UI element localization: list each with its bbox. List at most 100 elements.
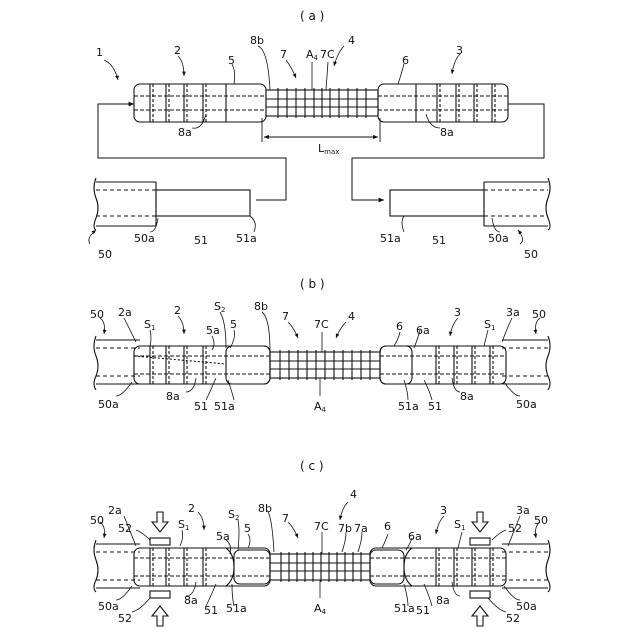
- label-52-br: 52: [506, 612, 520, 625]
- label-51-left: 51: [194, 400, 208, 413]
- label-5: 5: [244, 522, 251, 535]
- label-7c: 7C: [320, 48, 335, 61]
- label-8a-left: 8a: [166, 390, 180, 403]
- label-51-right: 51: [432, 234, 446, 247]
- label-50a-left: 50a: [134, 232, 155, 245]
- label-8a-right: 8a: [436, 594, 450, 607]
- label-50-right: 50: [532, 308, 546, 321]
- lmax-dimension: [262, 118, 380, 142]
- label-52-tr: 52: [508, 522, 522, 535]
- label-a4: A4: [314, 602, 327, 616]
- panel-b: ( b ): [90, 277, 550, 414]
- label-a4: A4: [306, 48, 319, 62]
- label-8b: 8b: [250, 34, 264, 47]
- label-s2: S2: [228, 508, 239, 522]
- label-5: 5: [228, 54, 235, 67]
- label-6a: 6a: [408, 530, 422, 543]
- label-s1-left: S1: [144, 318, 155, 332]
- label-a4: A4: [314, 400, 327, 414]
- label-51a-right: 51a: [380, 232, 401, 245]
- cable-left-a: [94, 178, 250, 230]
- label-51a-left: 51a: [214, 400, 235, 413]
- label-8b: 8b: [254, 300, 268, 313]
- label-4: 4: [348, 310, 355, 323]
- label-50-left: 50: [90, 514, 104, 527]
- label-7b: 7b: [338, 522, 352, 535]
- label-s1-right: S1: [454, 518, 465, 532]
- cable-right-a: [390, 178, 550, 230]
- label-2a: 2a: [108, 504, 122, 517]
- center-spring-b: [270, 350, 380, 380]
- label-51-right: 51: [416, 604, 430, 617]
- label-51-left: 51: [194, 234, 208, 247]
- center-spring-a: [266, 88, 378, 118]
- label-7: 7: [280, 48, 287, 61]
- label-4: 4: [348, 34, 355, 47]
- center-spring-c: [270, 552, 370, 582]
- label-51-left: 51: [204, 604, 218, 617]
- label-52-bl: 52: [118, 612, 132, 625]
- label-3: 3: [456, 44, 463, 57]
- label-50a-right: 50a: [488, 232, 509, 245]
- label-7: 7: [282, 512, 289, 525]
- label-2a: 2a: [118, 306, 132, 319]
- label-5: 5: [230, 318, 237, 331]
- label-51a-left: 51a: [226, 602, 247, 615]
- label-50a-right: 50a: [516, 398, 537, 411]
- label-8a-left: 8a: [178, 126, 192, 139]
- labels-c: 4 50 2a 52 S1 2 S2 5a 5 8b 7 7C 7b 7a 6 …: [90, 488, 548, 625]
- label-51a-left: 51a: [236, 232, 257, 245]
- label-5a: 5a: [216, 530, 230, 543]
- label-s1-right: S1: [484, 318, 495, 332]
- label-s2: S2: [214, 300, 225, 314]
- label-50-right: 50: [524, 248, 538, 261]
- label-1: 1: [96, 46, 103, 59]
- label-50-left: 50: [98, 248, 112, 261]
- label-50-right: 50: [534, 514, 548, 527]
- label-8a-right: 8a: [460, 390, 474, 403]
- label-51a-right: 51a: [398, 400, 419, 413]
- sleeve-left-b: [134, 346, 270, 384]
- label-7c: 7C: [314, 318, 329, 331]
- labels-a: 1 2 5 8b 7 A4 7C 4 6 3 8a 8a Lmax 50a 51…: [96, 34, 538, 261]
- panel-b-label: ( b ): [300, 277, 325, 291]
- label-52-tl: 52: [118, 522, 132, 535]
- panel-c: ( c ): [90, 459, 550, 626]
- label-7c: 7C: [314, 520, 329, 533]
- label-5a: 5a: [206, 324, 220, 337]
- label-2: 2: [188, 502, 195, 515]
- label-50a-left: 50a: [98, 600, 119, 613]
- label-51a-right: 51a: [394, 602, 415, 615]
- sleeve-right-c: [370, 548, 506, 586]
- leaders-a: [89, 46, 523, 244]
- label-6a: 6a: [416, 324, 430, 337]
- label-51-right: 51: [428, 400, 442, 413]
- label-3: 3: [440, 504, 447, 517]
- label-3: 3: [454, 306, 461, 319]
- label-6: 6: [384, 520, 391, 533]
- label-7a: 7a: [354, 522, 368, 535]
- labels-b: 50 2a S1 2 S2 5a 5 8b 7 7C 4 6 6a 3 S1 3…: [90, 300, 546, 414]
- label-2: 2: [174, 304, 181, 317]
- label-6: 6: [402, 54, 409, 67]
- sleeve-right-b: [380, 346, 506, 384]
- label-s1-left: S1: [178, 518, 189, 532]
- label-50-left: 50: [90, 308, 104, 321]
- label-7: 7: [282, 310, 289, 323]
- label-50a-left: 50a: [98, 398, 119, 411]
- label-8a-left: 8a: [184, 594, 198, 607]
- sleeve-left-c: [134, 548, 270, 586]
- label-2: 2: [174, 44, 181, 57]
- panel-c-label: ( c ): [300, 459, 324, 473]
- label-lmax: Lmax: [318, 142, 339, 156]
- panel-a: ( a ): [89, 9, 550, 261]
- label-6: 6: [396, 320, 403, 333]
- panel-a-label: ( a ): [300, 9, 324, 23]
- sleeve-right-a: [378, 84, 508, 122]
- label-3a: 3a: [516, 504, 530, 517]
- sleeve-left-a: [134, 84, 266, 122]
- label-8a-right: 8a: [440, 126, 454, 139]
- label-4: 4: [350, 488, 357, 501]
- label-3a: 3a: [506, 306, 520, 319]
